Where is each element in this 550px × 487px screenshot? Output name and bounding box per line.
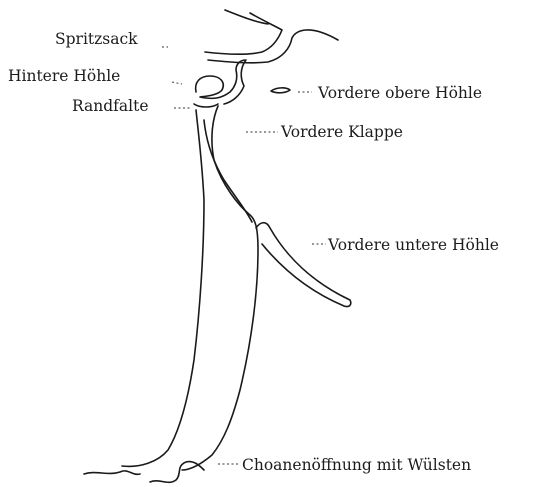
label-choanenoeffnung: Choanenöffnung mit Wülsten [242,456,471,474]
label-hintere-hoehle: Hintere Höhle [8,67,120,85]
main-duct-left-wall [122,110,204,466]
spritzsack-outline [205,10,338,63]
vordere-obere-hoehle-outline [271,88,290,93]
hintere-hoehle-outline [194,60,246,107]
main-duct-right-wall [182,106,258,470]
label-vordere-obere-hoehle: Vordere obere Höhle [317,84,482,102]
label-randfalte: Randfalte [72,97,149,115]
hintere-hoehle-leader [172,82,182,84]
label-vordere-klappe: Vordere Klappe [280,123,403,141]
label-spritzsack: Spritzsack [55,30,138,48]
label-vordere-untere-hoehle: Vordere untere Höhle [327,236,499,254]
